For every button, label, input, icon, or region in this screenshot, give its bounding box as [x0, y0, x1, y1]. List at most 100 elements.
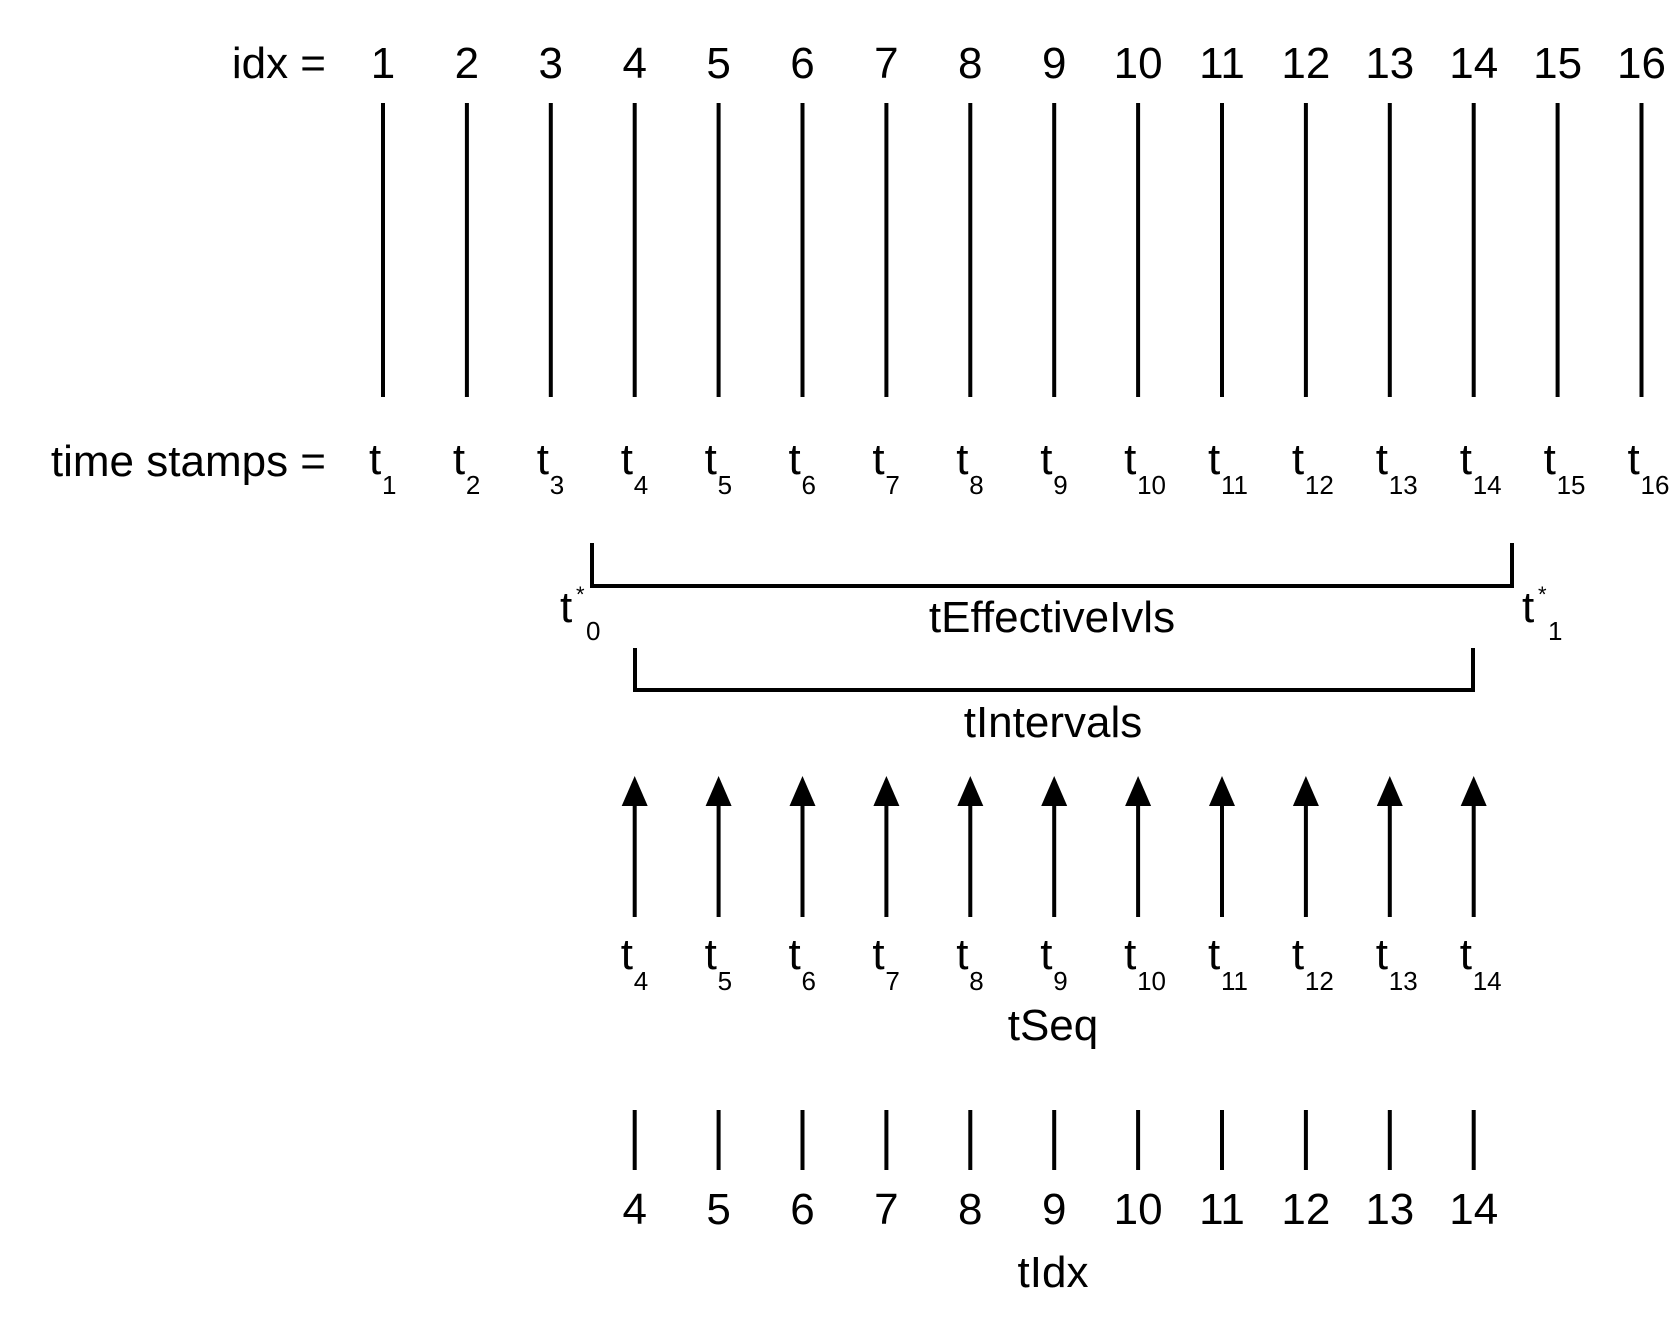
time-stamp-subscript: 16 [1641, 470, 1670, 500]
effective-bracket-line [590, 543, 1514, 588]
time-stamp-subscript: 3 [550, 470, 564, 500]
idx-label: idx = [232, 39, 326, 88]
time-stamp-subscript: 8 [969, 470, 983, 500]
time-stamp-symbol: t [1208, 435, 1220, 484]
time-stamp: t5 [705, 435, 732, 500]
time-stamp: t13 [1376, 435, 1418, 500]
tidx-number: 8 [958, 1185, 982, 1234]
tseq-arrow-head [705, 776, 732, 806]
idx-number: 16 [1617, 39, 1666, 88]
idx-number: 8 [958, 39, 982, 88]
start-marker-subscript: 0 [586, 616, 600, 646]
tseq-arrow [1460, 776, 1487, 917]
tseq-symbol: t [1040, 930, 1052, 979]
tseq-item: t13 [1376, 930, 1418, 996]
time-stamp-symbol: t [705, 435, 717, 484]
tseq-subscript: 10 [1137, 966, 1166, 996]
idx-number: 2 [455, 39, 479, 88]
time-stamp-subscript: 12 [1305, 470, 1334, 500]
time-stamp-subscript: 6 [802, 470, 816, 500]
time-stamp-subscript: 10 [1137, 470, 1166, 500]
idx-number: 13 [1365, 39, 1414, 88]
tseq-arrow [789, 776, 816, 917]
tseq-arrow-head [873, 776, 900, 806]
effective-bracket-label: tEffectiveIvls [929, 593, 1175, 642]
time-stamp: t16 [1628, 435, 1670, 500]
time-stamp-subscript: 4 [634, 470, 648, 500]
tseq-arrow-head [1209, 776, 1235, 806]
idx-number: 10 [1114, 39, 1163, 88]
tidx-number: 6 [790, 1185, 814, 1234]
start-marker-symbol: t [560, 583, 572, 632]
tseq-arrow-head [1292, 776, 1319, 806]
time-stamp: t12 [1292, 435, 1334, 500]
tseq-item: t12 [1292, 930, 1334, 996]
start-marker: t * 0 [560, 582, 600, 646]
tseq-arrow-head [1376, 776, 1403, 806]
idx-number: 12 [1281, 39, 1330, 88]
end-marker: t * 1 [1522, 582, 1562, 646]
tseq-symbol: t [705, 930, 717, 979]
tseq-subscript: 8 [969, 966, 983, 996]
time-stamp: t8 [956, 435, 983, 500]
tseq-symbol: t [872, 930, 884, 979]
tseq-item: t8 [956, 930, 983, 996]
time-stamp-symbol: t [621, 435, 633, 484]
tseq-subscript: 6 [802, 966, 816, 996]
time-stamp: t4 [621, 435, 648, 500]
idx-number: 15 [1533, 39, 1582, 88]
time-stamps-label: time stamps = [51, 437, 326, 486]
time-stamp-symbol: t [872, 435, 884, 484]
tseq-subscript: 13 [1389, 966, 1418, 996]
time-stamp-symbol: t [1124, 435, 1136, 484]
tseq-item: t5 [705, 930, 732, 996]
tidx-number: 7 [874, 1185, 898, 1234]
tseq-symbol: t [1292, 930, 1304, 979]
time-stamp-symbol: t [1040, 435, 1052, 484]
tseq-arrow-head [957, 776, 984, 806]
tseq-symbol: t [621, 930, 633, 979]
time-stamp: t14 [1460, 435, 1502, 500]
tseq-subscript: 14 [1473, 966, 1502, 996]
time-stamp: t7 [872, 435, 899, 500]
tseq-item: t9 [1040, 930, 1067, 996]
end-marker-subscript: 1 [1548, 616, 1562, 646]
tseq-arrows [621, 776, 1487, 917]
tseq-arrow [957, 776, 984, 917]
time-stamp: t9 [1040, 435, 1067, 500]
idx-number: 7 [874, 39, 898, 88]
time-stamp: t15 [1544, 435, 1586, 500]
time-stamp: t6 [789, 435, 816, 500]
tseq-arrow-head [1041, 776, 1068, 806]
tidx-ticks [632, 1110, 1476, 1170]
time-stamp: t2 [453, 435, 480, 500]
time-stamp-symbol: t [1376, 435, 1388, 484]
time-stamp: t11 [1208, 435, 1248, 500]
time-stamp-symbol: t [956, 435, 968, 484]
time-stamp-symbol: t [789, 435, 801, 484]
tidx-number: 9 [1042, 1185, 1066, 1234]
idx-number: 6 [790, 39, 814, 88]
time-stamp-symbol: t [1292, 435, 1304, 484]
idx-lines [381, 103, 1644, 397]
tseq-arrow [873, 776, 900, 917]
tseq-subscript: 12 [1305, 966, 1334, 996]
tidx-label: tIdx [1018, 1248, 1089, 1297]
start-marker-superscript: * [576, 582, 585, 607]
time-stamp-symbol: t [369, 435, 381, 484]
tseq-arrow [1041, 776, 1068, 917]
time-stamp-symbol: t [453, 435, 465, 484]
intervals-bracket-line [633, 648, 1475, 692]
effective-intervals-bracket: tEffectiveIvls [590, 543, 1514, 642]
tidx-number: 4 [622, 1185, 646, 1234]
tseq-arrow [1292, 776, 1319, 917]
tseq-symbol: t [789, 930, 801, 979]
time-stamp-subscript: 11 [1221, 470, 1248, 500]
end-marker-symbol: t [1522, 583, 1534, 632]
tseq-arrow-head [1125, 776, 1152, 806]
idx-number: 11 [1199, 39, 1245, 88]
idx-number: 1 [371, 39, 395, 88]
